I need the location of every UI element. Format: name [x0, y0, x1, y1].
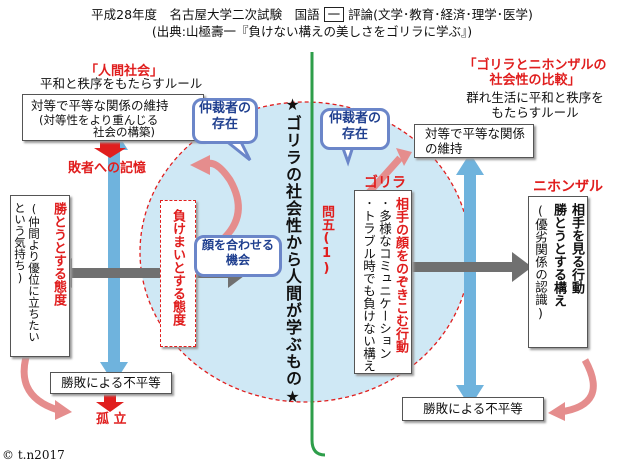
left-relation-sub1: (対等性をより重んじる [39, 113, 159, 127]
left-relation-sub2: 社会の構築) [93, 125, 155, 139]
right-vertical-arrow [456, 153, 484, 407]
right-arbiter-bubble: 仲裁者の 存在 [320, 108, 390, 150]
monkey-label: ニホンザル [533, 179, 603, 195]
left-face-bubble: 顔を合わせる 機会 [194, 235, 282, 277]
left-relation-box: 対等で平等な関係の維持 (対等性をより重んじる 社会の構築) [22, 94, 204, 141]
left-relation-main: 対等で平等な関係の維持 [31, 98, 169, 113]
left-subtitle: 平和と秩序をもたらすルール [40, 76, 203, 91]
header-section-box: 一 [323, 7, 345, 22]
curve-arrow-center-left [202, 159, 242, 243]
left-arbiter-bubble: 仲裁者の 存在 [192, 98, 258, 144]
header-line-1: 平成28年度 名古屋大学二次試験 国語 一 評論(文学･教育･経済･理学･医学) [0, 7, 624, 23]
monkey-stance: 勝とうとする構え [551, 203, 566, 307]
not-lose-box: 負けまいとする態度 [160, 200, 196, 347]
red-arrow-down-2 [104, 394, 116, 402]
header-genre: 評論(文学･教育･経済･理学･医学) [348, 7, 533, 22]
header-line-2: (出典:山極壽一『負けない構えの美しさをゴリラに学ぶ』) [151, 24, 473, 39]
left-title: 「人間社会」 [85, 64, 164, 79]
gorilla-communication: ･多様なコミュニケーション [377, 197, 392, 360]
copyright: © t.n2017 [2, 448, 65, 462]
right-title-line2: 社会性の比較」 [489, 73, 581, 88]
monkey-rank: (優劣関係の認識) [533, 203, 548, 321]
red-arrow-down-1 [100, 140, 120, 148]
monkey-box: 相手を見る行動 勝とうとする構え (優劣関係の認識) [528, 196, 588, 348]
not-lose-text: 負けまいとする態度 [170, 209, 185, 326]
gorilla-stance: ･トラブル時でも負けない構え [361, 197, 376, 372]
gorilla-label: ゴリラ [364, 175, 406, 191]
right-relation-box: 対等で平等な関係 の維持 [414, 124, 534, 158]
question-label: 問五(1) [319, 205, 334, 276]
right-subtitle: 群れ生活に平和と秩序を もたらすルール [450, 90, 620, 120]
center-theme: ★ゴリラの社会性から人間が学ぶもの★ [283, 95, 302, 407]
will-to-win-text: 勝とうとする態度 [51, 202, 66, 306]
right-title: 「ゴリラとニホンザルの 社会性の比較」 [450, 58, 620, 88]
right-subtitle-line1: 群れ生活に平和と秩序を [466, 90, 604, 105]
gorilla-behavior: 相手の顔をのぞきこむ行動 [393, 197, 408, 353]
defeated-memory: 敗者への記憶 [68, 161, 147, 176]
right-title-line1: 「ゴリラとニホンザルの [463, 58, 607, 73]
header-exam: 平成28年度 名古屋大学二次試験 国語 [91, 7, 320, 22]
right-inequality: 勝敗による不平等 [402, 397, 544, 421]
right-relation-line1: 対等で平等な関係 [425, 126, 526, 141]
monkey-behavior: 相手を見る行動 [569, 203, 584, 294]
right-relation-line2: の維持 [425, 141, 463, 156]
left-inequality: 勝敗による不平等 [50, 372, 172, 394]
isolation: 孤 立 [96, 412, 127, 427]
will-to-win-box: 勝とうとする態度 (仲間より優位に立ちたいという気持ち) [10, 195, 70, 357]
gorilla-box: 相手の顔をのぞきこむ行動 ･多様なコミュニケーション ･トラブル時でも負けない構… [354, 190, 412, 374]
curve-arrow-right [559, 358, 597, 416]
will-to-win-sub: (仲間より優位に立ちたいという気持ち) [13, 202, 41, 343]
right-subtitle-line2: もたらすルール [491, 105, 579, 120]
